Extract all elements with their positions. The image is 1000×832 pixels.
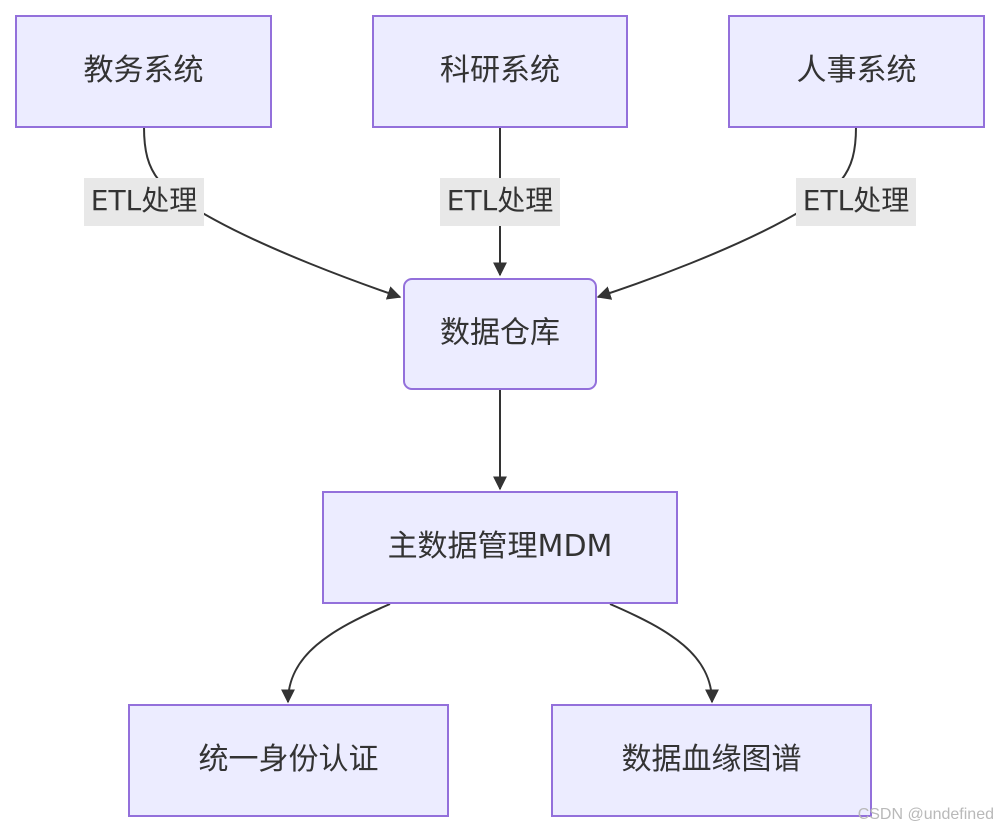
node-data-lineage[interactable]: 数据血缘图谱	[551, 704, 872, 817]
edge-mdm-to-sso	[281, 603, 391, 704]
node-mdm[interactable]: 主数据管理MDM	[322, 491, 678, 604]
edge-label-academic-text: ETL处理	[91, 184, 197, 217]
node-research-system-label: 科研系统	[440, 53, 560, 88]
node-unified-identity[interactable]: 统一身份认证	[128, 704, 449, 817]
edge-label-academic: ETL处理	[84, 178, 204, 226]
edge-hr-to-warehouse	[596, 126, 857, 300]
edge-academic-to-warehouse	[143, 126, 402, 300]
node-research-system[interactable]: 科研系统	[372, 15, 628, 128]
edge-label-research: ETL处理	[440, 178, 560, 226]
edge-mdm-to-lineage	[609, 603, 719, 704]
node-academic-system-label: 教务系统	[84, 53, 204, 88]
node-data-lineage-label: 数据血缘图谱	[622, 742, 802, 777]
edge-label-hr: ETL处理	[796, 178, 916, 226]
node-mdm-label: 主数据管理MDM	[388, 529, 613, 564]
node-data-warehouse[interactable]: 数据仓库	[403, 278, 597, 390]
watermark: CSDN @undefined	[857, 806, 994, 823]
node-hr-system-label: 人事系统	[797, 53, 917, 88]
edge-label-hr-text: ETL处理	[803, 184, 909, 217]
edge-label-research-text: ETL处理	[447, 184, 553, 217]
node-hr-system[interactable]: 人事系统	[728, 15, 985, 128]
node-unified-identity-label: 统一身份认证	[199, 742, 379, 777]
node-academic-system[interactable]: 教务系统	[15, 15, 272, 128]
node-data-warehouse-label: 数据仓库	[440, 316, 560, 351]
